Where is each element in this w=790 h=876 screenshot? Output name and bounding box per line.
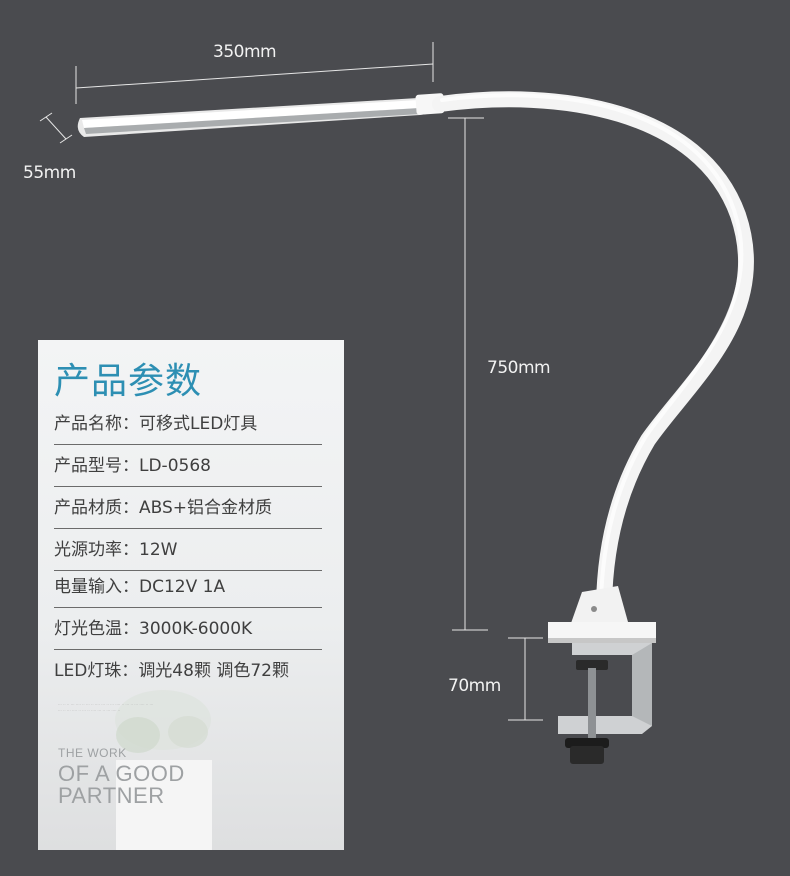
- plant-photo: [115, 690, 212, 850]
- spec-value: 3000K-6000K: [139, 619, 253, 639]
- spec-label: 产品型号：: [54, 456, 139, 476]
- spec-row-power: 光源功率：12W: [54, 530, 322, 571]
- spec-value: 12W: [139, 540, 178, 560]
- spec-label: 产品材质：: [54, 498, 139, 518]
- head-dimension-line: [39, 112, 73, 144]
- spec-row-model: 产品型号：LD-0568: [54, 446, 322, 487]
- lamp-base: [548, 586, 656, 643]
- spec-label: 光源功率：: [54, 540, 139, 560]
- spec-row-name: 产品名称：可移式LED灯具: [54, 404, 322, 445]
- spec-card-title: 产品参数: [54, 361, 203, 402]
- decorative-fine-print: ··· ·· ·· ··· ···· ·· ··· ·· ···· ··· ··…: [58, 702, 154, 713]
- spec-value: DC12V 1A: [139, 577, 226, 597]
- height-dimension-line: [448, 117, 488, 631]
- slogan-line-2: OF A GOOD: [58, 761, 185, 786]
- spec-label: 灯光色温：: [54, 619, 139, 639]
- spec-value: 调光48颗 调色72颗: [138, 661, 289, 681]
- spec-value: 可移式LED灯具: [139, 414, 258, 434]
- spec-row-input: 电量输入：DC12V 1A: [54, 567, 322, 608]
- width-dimension-line: [75, 42, 434, 104]
- spec-label: 产品名称：: [54, 414, 139, 434]
- clamp-dimension-label: 70mm: [448, 676, 501, 696]
- spec-row-led: LED灯珠：调光48颗 调色72颗: [54, 651, 322, 691]
- spec-row-material: 产品材质：ABS+铝合金材质: [54, 488, 322, 529]
- product-spec-card: 产品参数 产品名称：可移式LED灯具 产品型号：LD-0568 产品材质：ABS…: [38, 340, 344, 850]
- clamp: [558, 643, 652, 764]
- clamp-dimension-line: [508, 637, 543, 721]
- height-dimension-label: 750mm: [487, 358, 551, 378]
- gooseneck-arm: [432, 91, 755, 613]
- spec-value: ABS+铝合金材质: [139, 498, 273, 518]
- width-dimension-label: 350mm: [213, 42, 277, 62]
- spec-label: 电量输入：: [54, 577, 139, 597]
- spec-row-color-temp: 灯光色温：3000K-6000K: [54, 609, 322, 650]
- lamp-head: [77, 93, 445, 137]
- spec-value: LD-0568: [139, 456, 211, 476]
- spec-label: LED灯珠：: [54, 661, 139, 681]
- head-dimension-label: 55mm: [23, 163, 76, 183]
- slogan-line-3: PARTNER: [58, 783, 165, 808]
- slogan-line-1: THE WORK: [58, 746, 127, 760]
